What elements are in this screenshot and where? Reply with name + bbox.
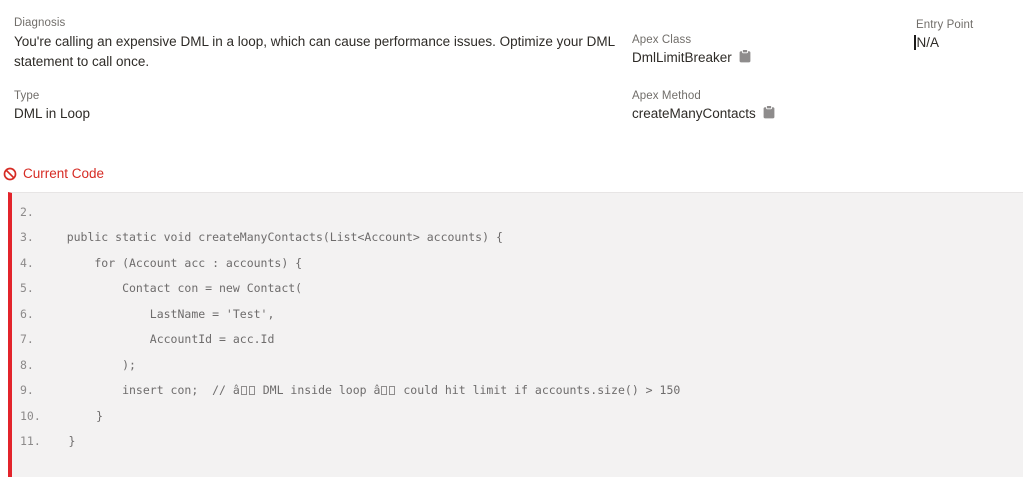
apex-method-label: Apex Method (632, 90, 701, 102)
code-text: for (Account acc : accounts) { (39, 255, 303, 270)
line-number: 11. (20, 434, 41, 449)
entry-point-label: Entry Point (916, 19, 974, 31)
missing-glyph-box (248, 386, 255, 396)
code-text: } (40, 408, 104, 423)
code-text: ); (39, 357, 136, 372)
line-number: 9. (20, 383, 34, 398)
line-number: 3. (20, 230, 34, 245)
apex-class-value: DmlLimitBreaker (632, 50, 732, 65)
code-text: LastName = 'Test', (39, 306, 275, 321)
missing-glyph-box (381, 386, 388, 396)
line-number: 10. (20, 408, 41, 423)
copy-apex-method-button[interactable] (763, 105, 775, 122)
code-line: 9. insert con; // â DML inside loop â co… (12, 378, 1023, 404)
code-block[interactable]: 2. 3. public static void createManyContac… (8, 192, 1023, 477)
missing-glyph-box (240, 386, 247, 396)
code-line: 6. LastName = 'Test', (12, 301, 1023, 327)
missing-glyph-box (389, 386, 396, 396)
diagnosis-line: You're calling an expensive DML in a loo… (14, 34, 616, 49)
code-line: 5. Contact con = new Contact( (12, 276, 1023, 302)
entry-point-text: N/A (916, 35, 940, 50)
code-line: 11. } (12, 429, 1023, 455)
type-value: DML in Loop (14, 106, 91, 121)
line-number: 2. (20, 204, 34, 219)
code-text: insert con; // â DML inside loop â could… (39, 383, 681, 398)
code-section-heading: Current Code (3, 166, 104, 182)
clipboard-icon (763, 105, 775, 122)
code-text: } (40, 434, 76, 449)
diagnosis-text: You're calling an expensive DML in a loo… (14, 32, 615, 71)
diagnosis-label: Diagnosis (14, 17, 66, 29)
line-number: 4. (20, 255, 34, 270)
type-label: Type (14, 90, 40, 102)
line-number: 8. (20, 357, 34, 372)
code-text: Contact con = new Contact( (39, 281, 303, 296)
line-number: 5. (20, 281, 34, 296)
code-line: 8. ); (12, 352, 1023, 378)
clipboard-icon (739, 49, 751, 66)
code-text: public static void createManyContacts(Li… (39, 230, 503, 245)
diagnosis-line: statement to call once. (14, 53, 150, 69)
field-type: Type DML in Loop (14, 89, 90, 123)
field-diagnosis: Diagnosis You're calling an expensive DM… (14, 16, 615, 71)
line-number: 7. (20, 332, 34, 347)
code-line: 4. for (Account acc : accounts) { (12, 250, 1023, 276)
copy-apex-class-button[interactable] (739, 49, 751, 66)
apex-method-value: createManyContacts (632, 106, 756, 121)
field-apex-class: Apex Class DmlLimitBreaker (632, 33, 751, 67)
field-entry-point: Entry Point N/A (914, 18, 974, 52)
code-section-title: Current Code (23, 166, 105, 181)
code-line: 2. (12, 199, 1023, 225)
code-line: 7. AccountId = acc.Id (12, 327, 1023, 353)
line-number: 6. (20, 306, 34, 321)
field-apex-method: Apex Method createManyContacts (632, 89, 775, 123)
ban-icon (3, 167, 17, 181)
entry-point-value: N/A (914, 33, 973, 52)
code-text: AccountId = acc.Id (39, 332, 275, 347)
apex-class-label: Apex Class (632, 34, 692, 46)
code-line: 10. } (12, 403, 1023, 429)
text-cursor-caret (914, 35, 916, 50)
code-line: 3. public static void createManyContacts… (12, 225, 1023, 251)
